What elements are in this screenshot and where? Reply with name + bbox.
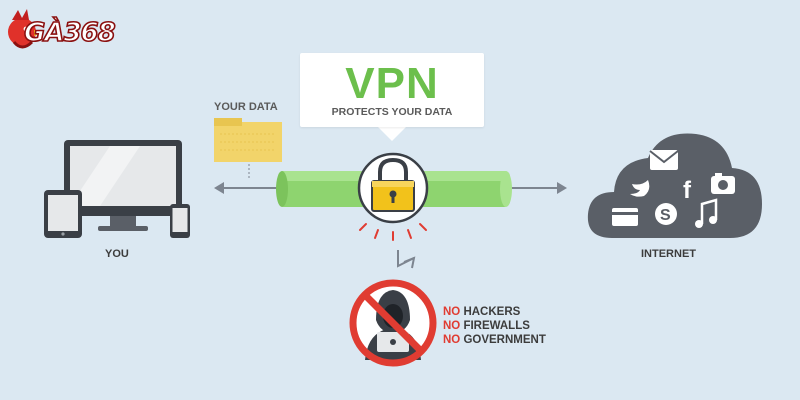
computer-devices-icon: [44, 140, 190, 238]
list-item: NO HACKERS: [443, 305, 546, 319]
no-prefix: NO: [443, 334, 461, 346]
vpn-title: VPN: [345, 59, 439, 108]
hacker-prohibited-icon: [349, 279, 437, 367]
cloud-services-icon: f S: [587, 133, 762, 238]
your-data-label: YOUR DATA: [214, 101, 278, 113]
you-label: YOU: [105, 248, 129, 260]
alert-rays: [359, 223, 427, 241]
logo-text: GÀ368: [23, 17, 116, 49]
deflect-arrow-icon: [397, 250, 416, 269]
blocked-threats-list: NO HACKERS NO FIREWALLS NO GOVERNMENT: [443, 305, 546, 347]
no-prefix: NO: [443, 320, 461, 332]
threat-label: FIREWALLS: [460, 320, 530, 332]
svg-text:f: f: [683, 177, 692, 204]
threat-label: GOVERNMENT: [460, 334, 546, 346]
list-item: NO GOVERNMENT: [443, 333, 546, 347]
vpn-subtitle: PROTECTS YOUR DATA: [331, 106, 453, 118]
padlock-icon: [357, 152, 429, 224]
rooster-icon: [8, 9, 42, 49]
vpn-callout: VPN PROTECTS YOUR DATA: [300, 53, 484, 127]
list-item: NO FIREWALLS: [443, 319, 546, 333]
callout-pointer: [378, 127, 406, 141]
right-connection-arrow: [505, 182, 567, 194]
threat-label: HACKERS: [460, 306, 521, 318]
svg-text:S: S: [660, 207, 671, 224]
internet-label: INTERNET: [641, 248, 696, 260]
no-prefix: NO: [443, 306, 461, 318]
brand-logo: GÀ368: [4, 4, 144, 56]
folder-icon: [214, 118, 282, 178]
